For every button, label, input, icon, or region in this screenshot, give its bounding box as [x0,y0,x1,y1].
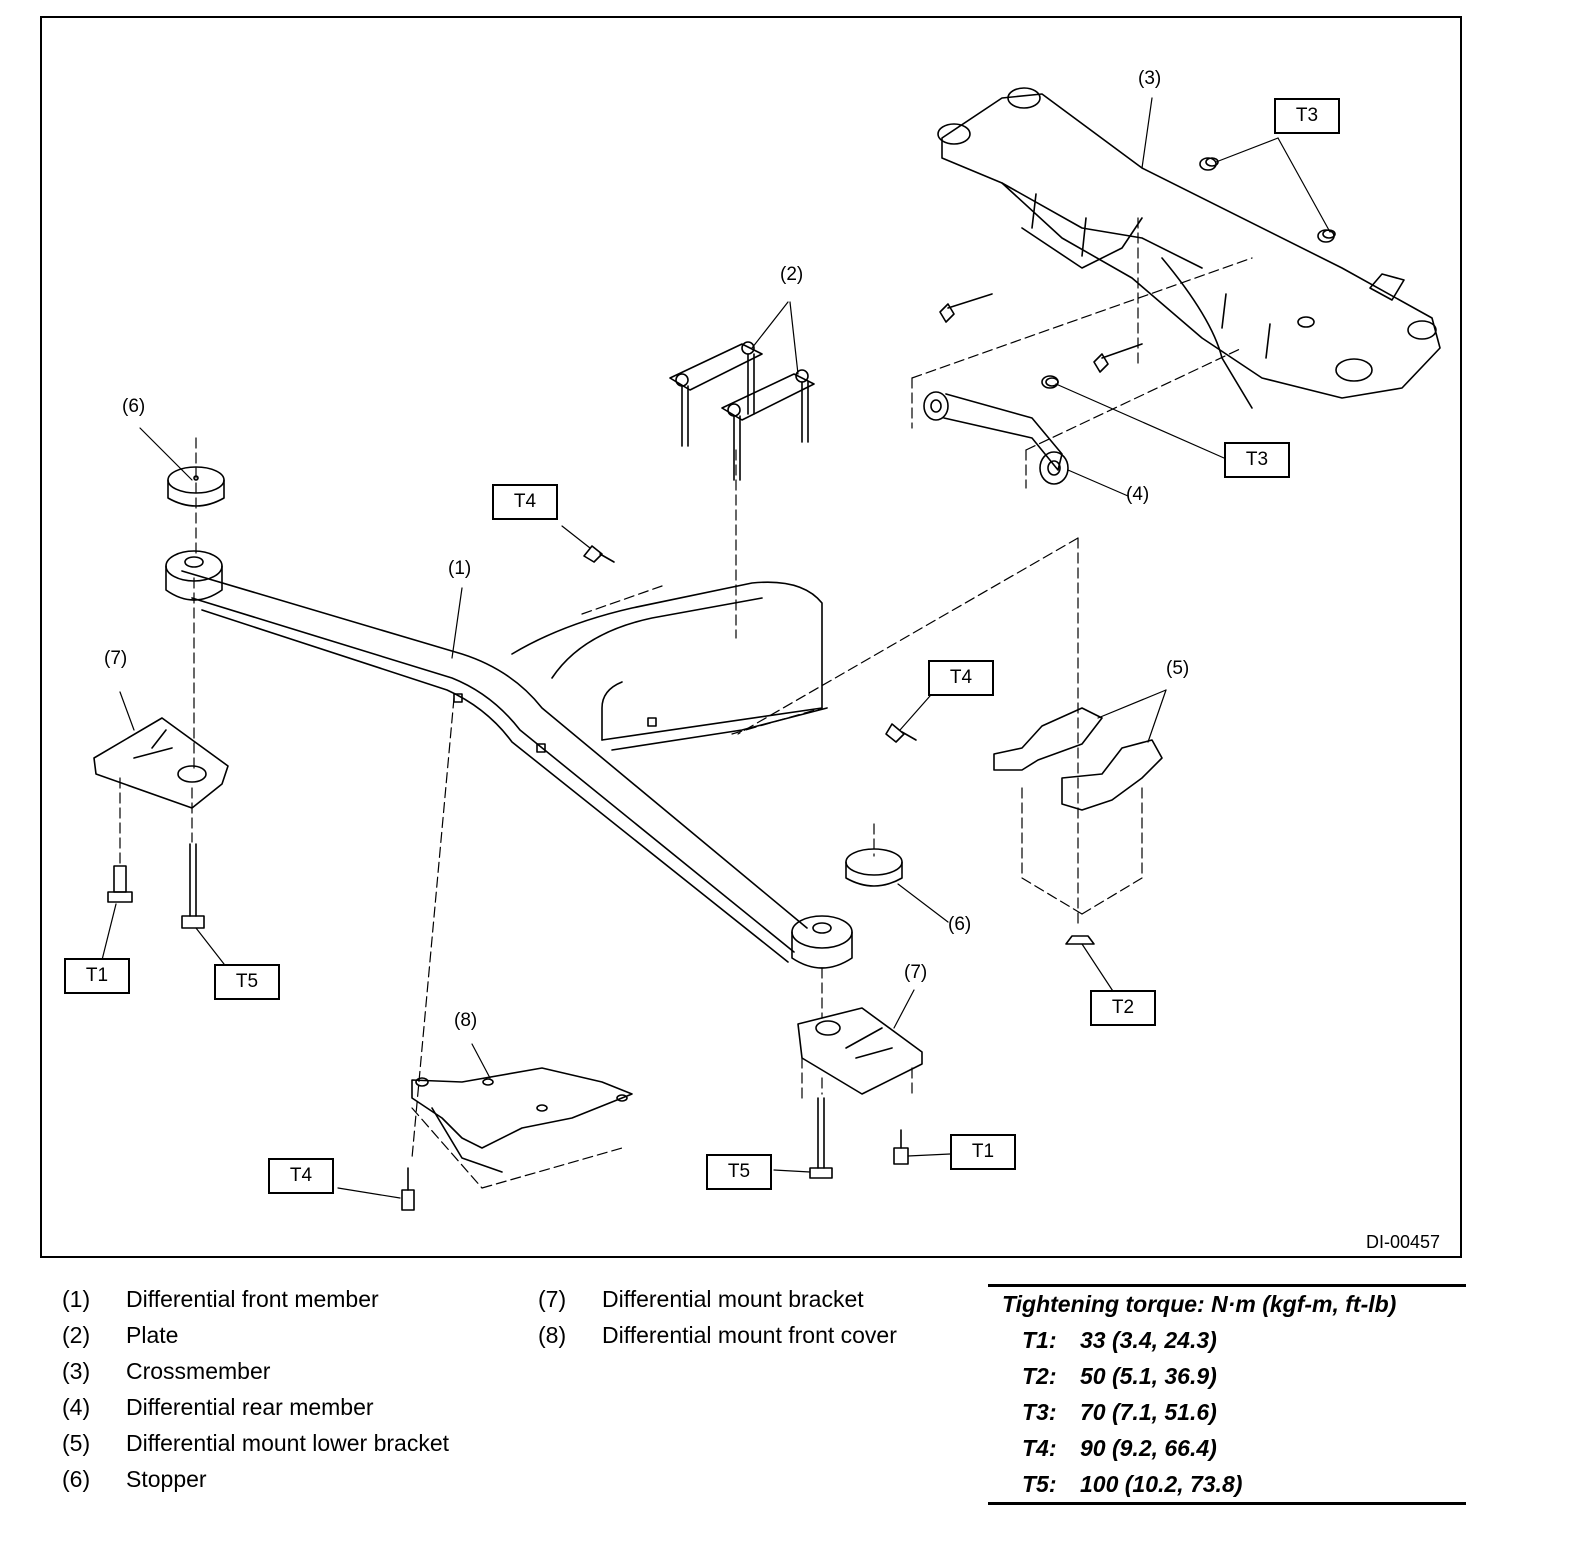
torque-table-title: Tightening torque: N·m (kgf-m, ft-lb) [1002,1291,1397,1317]
diagram-drawing [93,87,1441,1211]
torque-code: T2: [1022,1363,1057,1389]
torque-box-t2: T2 [1090,990,1156,1026]
torque-code: T4: [1022,1435,1057,1461]
torque-value: 90 (9.2, 66.4) [1080,1435,1217,1461]
legend-number: (8) [538,1322,567,1348]
leader-lines [101,97,1331,1199]
torque-box-t1-left: T1 [64,958,130,994]
torque-value: 70 (7.1, 51.6) [1080,1399,1217,1425]
callout-5: (5) [1166,658,1190,679]
legend-number: (6) [62,1466,91,1492]
legend-text: Differential mount lower bracket [126,1430,449,1456]
callout-4: (4) [1126,484,1150,505]
torque-value: 100 (10.2, 73.8) [1080,1471,1243,1497]
legend-number: (4) [62,1394,91,1420]
callout-6-right: (6) [948,914,972,935]
figure-id: DI-00457 [1366,1232,1441,1252]
torque-box-t3-bottom: T3 [1224,442,1290,478]
legend-number: (7) [538,1286,567,1312]
exploded-diagram: (6) (1) (2) (3) (4) (5) (7) (6) (7) (8) … [40,16,1462,1258]
legend-number: (1) [62,1286,91,1312]
bolts-part [107,157,1335,1211]
legend-number: (2) [62,1322,91,1348]
torque-box-t1-right: T1 [950,1134,1016,1170]
legend-text: Differential mount bracket [602,1286,864,1312]
torque-table: Tightening torque: N·m (kgf-m, ft-lb) T1… [988,1284,1466,1505]
callout-2: (2) [780,264,804,285]
differential-rear-member-part [923,377,1069,485]
callout-7-left: (7) [104,648,128,669]
torque-code: T5: [1022,1471,1057,1497]
mount-bracket-part [93,717,923,1095]
torque-code: T3: [1022,1399,1057,1425]
legend-number: (3) [62,1358,91,1384]
callout-3: (3) [1138,68,1162,89]
callout-1: (1) [448,558,472,579]
torque-box-t5-left: T5 [214,964,280,1000]
torque-code: T1: [1022,1327,1057,1353]
legend-text: Stopper [126,1466,207,1492]
torque-box-t4-middle: T4 [928,660,994,696]
front-cover-part [411,1067,633,1173]
mount-lower-bracket-part [993,707,1163,811]
callout-6-left: (6) [122,396,146,417]
legend-text: Differential front member [126,1286,379,1312]
legend-text: Differential rear member [126,1394,374,1420]
torque-box-t4-upper: T4 [492,484,558,520]
torque-value: 50 (5.1, 36.9) [1080,1363,1217,1389]
torque-box-t5-right: T5 [706,1154,772,1190]
plate-part [669,341,815,481]
legend-text: Plate [126,1322,179,1348]
torque-value: 33 (3.4, 24.3) [1080,1327,1217,1353]
callout-8: (8) [454,1010,478,1031]
crossmember-part [937,87,1441,409]
legend-text: Differential mount front cover [602,1322,897,1348]
torque-box-t3-top: T3 [1274,98,1340,134]
legend-text: Crossmember [126,1358,271,1384]
callout-7-right: (7) [904,962,928,983]
differential-front-member-part [165,550,853,969]
legend-number: (5) [62,1430,91,1456]
alignment-lines [119,217,1253,1189]
torque-box-t4-lower: T4 [268,1158,334,1194]
